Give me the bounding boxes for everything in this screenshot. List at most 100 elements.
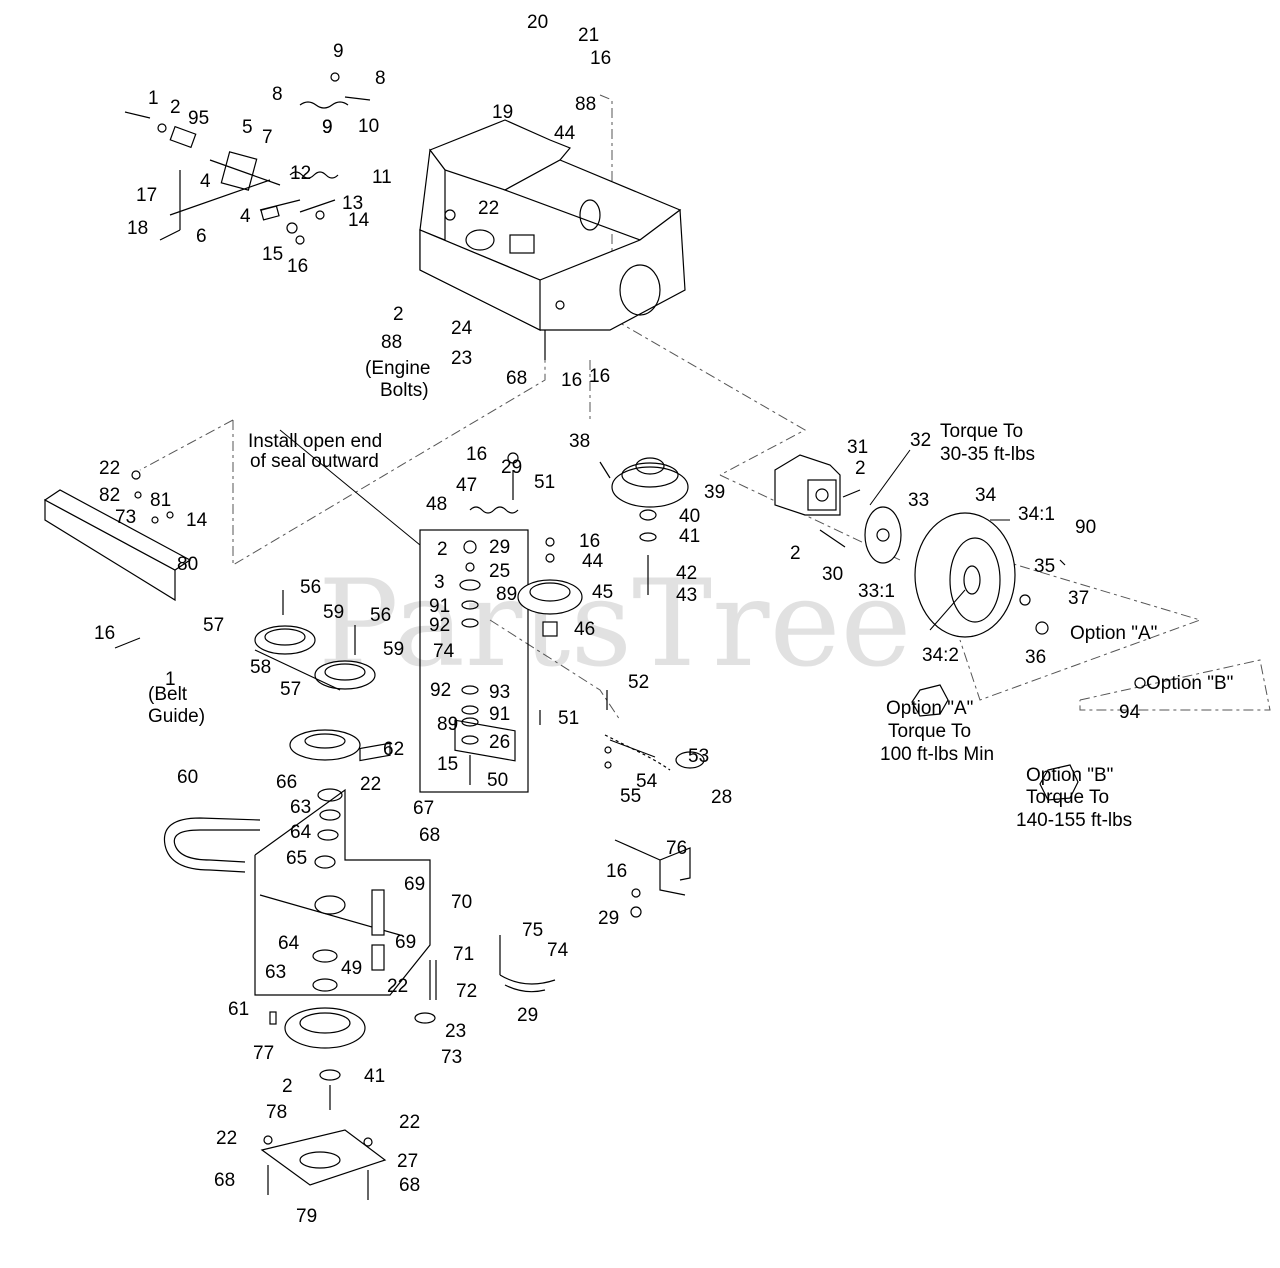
callout-label: 33 xyxy=(908,490,929,511)
callout-label: 64 xyxy=(278,933,300,954)
callout-label: 8 xyxy=(272,84,283,105)
callout-label: 63 xyxy=(290,797,311,818)
callout-label: 16 xyxy=(561,370,582,391)
callout-label: 68 xyxy=(214,1170,235,1191)
callout-label: 35 xyxy=(1034,556,1055,577)
wheel-assembly xyxy=(774,454,1146,801)
callout-label: 17 xyxy=(136,185,157,206)
callout-label: 22 xyxy=(478,198,499,219)
callout-label: 80 xyxy=(177,554,198,575)
callout-label: 57 xyxy=(203,615,224,636)
callout-label: 43 xyxy=(676,585,697,606)
callout-label: 92 xyxy=(429,615,450,636)
callout-label: 38 xyxy=(569,431,590,452)
drive-belt xyxy=(163,817,261,873)
callout-label: 47 xyxy=(456,475,477,496)
callout-label: 29 xyxy=(598,908,619,929)
callout-label: 54 xyxy=(636,771,658,792)
callout-label: 14 xyxy=(348,210,370,231)
callout-label: 58 xyxy=(250,657,271,678)
callout-label: 26 xyxy=(489,732,510,753)
callout-label: 78 xyxy=(266,1102,287,1123)
callout-label: 61 xyxy=(228,999,249,1020)
callout-label: 15 xyxy=(262,244,283,265)
callout-label: 56 xyxy=(300,577,321,598)
callout-label: 34 xyxy=(975,485,997,506)
callout-label: 77 xyxy=(253,1043,274,1064)
idler-arm-assembly xyxy=(254,729,431,996)
callout-label: 16 xyxy=(579,531,600,552)
callout-label: 73 xyxy=(441,1047,462,1068)
callout-label: 51 xyxy=(558,708,579,729)
drive-pulleys xyxy=(469,452,689,725)
callout-label: 22 xyxy=(99,458,120,479)
torque-note-line1: Torque To xyxy=(940,421,1023,442)
belt-guide-plate xyxy=(43,470,192,602)
callout-label: 2 xyxy=(282,1076,293,1097)
callout-label: 94 xyxy=(1119,702,1141,723)
callout-label: 67 xyxy=(413,798,434,819)
callout-label: 10 xyxy=(358,116,379,137)
callout-label: 91 xyxy=(489,704,510,725)
callout-label: 23 xyxy=(451,348,472,369)
callout-label: 6 xyxy=(196,226,207,247)
callout-label: 29 xyxy=(489,537,510,558)
seal-note-line1: Install open end xyxy=(248,431,382,452)
callout-label: 93 xyxy=(489,682,510,703)
callout-label: 16 xyxy=(287,256,308,277)
callout-label: 60 xyxy=(177,767,198,788)
callout-label: 29 xyxy=(517,1005,538,1026)
chain xyxy=(604,690,705,771)
callout-label: 44 xyxy=(554,123,576,144)
callout-label: 71 xyxy=(453,944,474,965)
torque-note-line2: 30-35 ft-lbs xyxy=(940,444,1035,465)
callout-label: 4 xyxy=(200,171,211,192)
callout-label: 12 xyxy=(290,163,311,184)
callout-labels: 1 2 95 5 7 8 9 9 8 10 9 4 17 18 6 4 12 1… xyxy=(94,12,1141,1227)
callout-label: 11 xyxy=(372,167,392,188)
callout-label: 53 xyxy=(688,746,709,767)
callout-label: 36 xyxy=(1025,647,1046,668)
callout-label: 2 xyxy=(170,97,181,118)
option-b-note-line3: 140-155 ft-lbs xyxy=(1016,810,1132,831)
option-a-note-line2: Torque To xyxy=(888,721,971,742)
callout-label: 82 xyxy=(99,485,120,506)
callout-label: 16 xyxy=(590,48,611,69)
option-b-label: Option "B" xyxy=(1146,673,1233,694)
callout-label: 76 xyxy=(666,838,687,859)
callout-label: 33:1 xyxy=(858,581,895,602)
callout-label: 89 xyxy=(496,584,517,605)
callout-label: 4 xyxy=(240,206,251,227)
callout-label: 41 xyxy=(364,1066,385,1087)
callout-label: 50 xyxy=(487,770,508,791)
callout-label: 68 xyxy=(399,1175,420,1196)
callout-label: 20 xyxy=(527,12,548,33)
callout-label: 89 xyxy=(437,714,458,735)
callout-label: 9 xyxy=(333,41,344,62)
callout-label: 15 xyxy=(437,754,458,775)
callout-label: 40 xyxy=(679,506,700,527)
callout-label: 16 xyxy=(466,444,487,465)
watermark-text: PartsTree xyxy=(318,555,912,694)
callout-label: 2 xyxy=(393,304,404,325)
seal-note-line2: of seal outward xyxy=(250,451,379,472)
callout-label: 21 xyxy=(578,25,599,46)
callout-label: 29 xyxy=(501,457,522,478)
callout-label: 75 xyxy=(522,920,543,941)
callout-label: 14 xyxy=(186,510,208,531)
callout-label: 68 xyxy=(506,368,527,389)
callout-label: 13 xyxy=(342,193,363,214)
callout-label: 22 xyxy=(399,1112,420,1133)
belt-note-line1: (Belt xyxy=(148,684,188,705)
callout-label: 59 xyxy=(383,639,404,660)
callout-label: 32 xyxy=(910,430,931,451)
callout-label: 3 xyxy=(434,572,445,593)
annotation-notes: Install open end of seal outward Torque … xyxy=(148,358,1233,831)
callout-label: 39 xyxy=(704,482,725,503)
callout-label: 56 xyxy=(370,605,391,626)
callout-label: 25 xyxy=(489,561,510,582)
callout-label: 64 xyxy=(290,822,312,843)
callout-label: 19 xyxy=(492,102,513,123)
leader-lines xyxy=(114,429,1010,758)
